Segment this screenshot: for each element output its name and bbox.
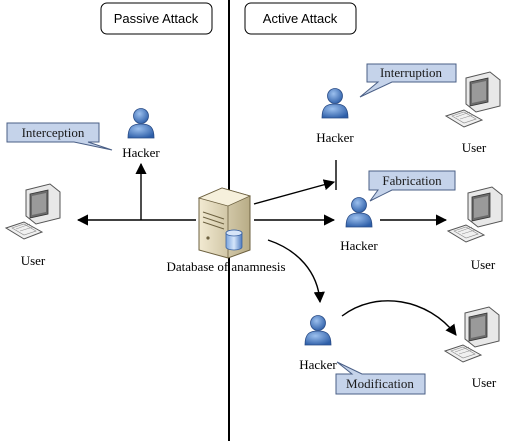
passive-attack-label: Passive Attack [114,11,199,26]
user-left-label: User [21,253,46,268]
database-server-icon [197,187,252,259]
arrow-to-interruption-split [253,179,336,205]
callout-interruption: Interruption [359,63,457,98]
callout-modification-label: Modification [346,376,414,391]
hacker-modification-person-icon [304,315,332,346]
callout-fabrication-label: Fabrication [382,173,442,188]
user-interruption-label: User [462,140,487,155]
hacker-modification-label: Hacker [299,357,337,372]
hacker-interruption-label: Hacker [316,130,354,145]
callout-interception: Interception [6,122,113,151]
callout-modification: Modification [335,361,426,395]
user-left-computer-icon [5,183,61,240]
hacker-fabrication-person-icon [345,197,373,228]
active-attack-header: Active Attack [244,2,357,35]
active-attack-label: Active Attack [263,11,338,26]
user-modification-label: User [472,375,497,390]
callout-interception-label: Interception [22,125,85,140]
hacker-interruption-person-icon [321,88,349,119]
callout-fabrication: Fabrication [368,170,456,202]
database-label: Database of anamnesis [166,259,285,274]
hacker-interception-label: Hacker [122,145,160,160]
passive-attack-header: Passive Attack [100,2,213,35]
callout-interruption-label: Interruption [380,65,443,80]
arrow-to-user-modification [341,300,457,336]
user-fabrication-label: User [471,257,496,272]
user-modification-computer-icon [444,306,500,363]
arrows [76,160,457,336]
hacker-fabrication-label: Hacker [340,238,378,253]
hacker-interception-person-icon [127,108,155,139]
user-fabrication-computer-icon [447,186,503,243]
arrow-to-hacker-modification [267,239,325,304]
